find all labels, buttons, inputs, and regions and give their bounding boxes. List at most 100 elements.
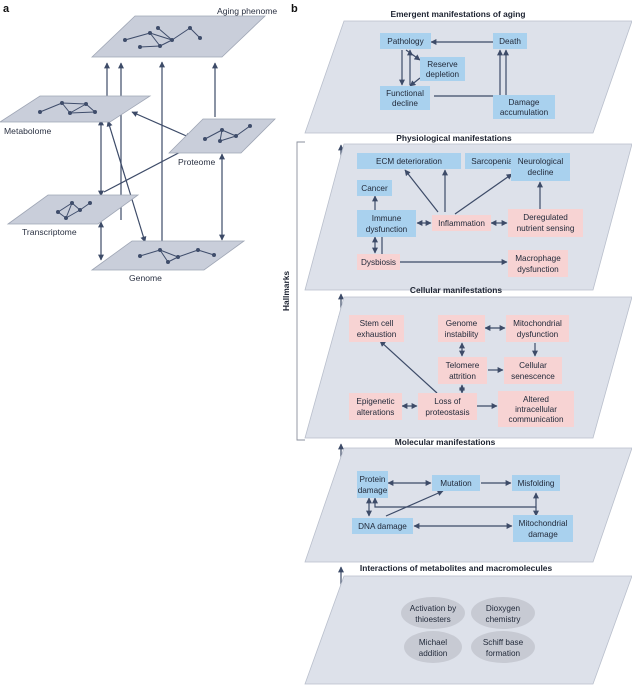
node-macro-line2: dysfunction <box>517 265 559 274</box>
layer-cellular: Cellular manifestations Stem cell exhaus… <box>304 285 632 439</box>
plane-proteome <box>168 118 276 154</box>
network-phenome <box>123 26 202 49</box>
node-genome-instability: Genome instability <box>438 315 485 342</box>
panel-b-letter: b <box>291 3 298 15</box>
label-aging-phenome: Aging phenome <box>217 6 277 16</box>
plane-transcriptome <box>6 194 140 225</box>
network-metabolome <box>38 101 97 115</box>
node-michael-line1: Michael <box>419 638 447 647</box>
node-protein-line2: damage <box>358 486 388 495</box>
node-loss-of-proteostasis: Loss of proteostasis <box>418 393 477 420</box>
network-proteome <box>203 124 252 143</box>
node-mito-line1: Mitochondrial <box>513 319 562 328</box>
node-mitodmg-line2: damage <box>528 530 558 539</box>
plane-phenome <box>91 15 266 58</box>
node-functional-line2: decline <box>392 99 418 108</box>
node-michael-line2: addition <box>419 649 448 658</box>
node-dereg-line1: Deregulated <box>523 213 568 222</box>
hallmarks-bracket: Hallmarks <box>281 141 305 441</box>
node-dna-damage: DNA damage <box>352 518 413 534</box>
node-inflammation-label: Inflammation <box>438 219 485 228</box>
plane-interactions <box>304 575 632 685</box>
label-genome: Genome <box>129 273 162 283</box>
layer-molecular: Molecular manifestations Protein damage … <box>304 437 632 563</box>
node-epigenetic-line1: Epigenetic <box>356 397 394 406</box>
node-immune-line1: Immune <box>372 214 402 223</box>
node-altered-line3: communication <box>508 415 564 424</box>
node-functional-decline: Functional decline <box>380 86 430 110</box>
arrow-pathology-reserve <box>405 49 421 61</box>
label-transcriptome: Transcriptome <box>22 227 77 237</box>
plane-molecular <box>304 447 632 563</box>
node-schiff-line2: formation <box>486 649 521 658</box>
node-altered-intracellular-communication: Altered intracellular communication <box>498 391 574 427</box>
node-pathology-label: Pathology <box>387 37 424 46</box>
label-proteome: Proteome <box>178 157 215 167</box>
node-schiff-line1: Schiff base <box>483 638 524 647</box>
node-death-label: Death <box>499 37 521 46</box>
node-damage-line2: accumulation <box>500 108 549 117</box>
title-interactions: Interactions of metabolites and macromol… <box>360 563 553 573</box>
arrow-protein-misfolding <box>372 492 539 508</box>
arrow-inflam-neuro <box>454 173 513 215</box>
title-molecular: Molecular manifestations <box>395 437 496 447</box>
node-dysbiosis: Dysbiosis <box>357 254 400 270</box>
node-pathology: Pathology <box>380 33 431 49</box>
node-cellular-senescence: Cellular senescence <box>504 357 562 384</box>
layer-emergent: Emergent manifestations of aging Patholo… <box>304 9 632 134</box>
node-senescence-line2: senescence <box>511 372 555 381</box>
node-functional-line1: Functional <box>386 89 424 98</box>
node-misfolding: Misfolding <box>512 475 560 491</box>
node-neuro-line1: Neurological <box>518 157 564 166</box>
arrow-inflam-ecm <box>404 169 439 213</box>
node-sarcopenia-label: Sarcopenia <box>471 157 513 166</box>
node-stem-line1: Stem cell <box>360 319 394 328</box>
node-telomere-line1: Telomere <box>446 361 480 370</box>
node-damage-line1: Damage <box>509 98 540 107</box>
node-genome-line2: instability <box>445 330 480 339</box>
node-activation-by-thioesters: Activation by thioesters <box>401 597 465 629</box>
hallmarks-label: Hallmarks <box>281 271 291 311</box>
node-dna-label: DNA damage <box>358 522 407 531</box>
arrow-reserve-functional <box>409 77 421 87</box>
title-cellular: Cellular manifestations <box>410 285 502 295</box>
layer-interactions: Interactions of metabolites and macromol… <box>304 563 632 685</box>
node-immune-dysfunction: Immune dysfunction <box>357 210 416 237</box>
node-cancer: Cancer <box>357 180 392 196</box>
node-damage-accumulation: Damage accumulation <box>493 95 555 119</box>
plane-metabolome <box>0 95 152 123</box>
arrow-transcriptome-proteome <box>103 147 189 193</box>
node-thio-line2: thioesters <box>415 615 451 624</box>
node-proteo-line2: proteostasis <box>425 408 469 417</box>
node-ecm-deterioration: ECM deterioration <box>357 153 461 169</box>
network-genome <box>138 248 216 264</box>
node-telomere-attrition: Telomere attrition <box>438 357 487 384</box>
node-macro-line1: Macrophage <box>515 254 561 263</box>
node-epigenetic-alterations: Epigenetic alterations <box>349 393 402 420</box>
node-mitodmg-line1: Mitochondrial <box>519 519 568 528</box>
panel-a-letter: a <box>3 3 10 15</box>
node-dioxygen-chemistry: Dioxygen chemistry <box>471 597 535 629</box>
network-transcriptome <box>56 201 92 220</box>
node-reserve-line1: Reserve <box>427 60 458 69</box>
node-death: Death <box>493 33 527 49</box>
node-altered-line1: Altered <box>523 395 549 404</box>
node-epigenetic-line2: alterations <box>357 408 395 417</box>
node-reserve-line2: depletion <box>426 70 460 79</box>
node-cancer-label: Cancer <box>361 184 388 193</box>
node-sarcopenia: Sarcopenia <box>465 153 519 169</box>
title-emergent: Emergent manifestations of aging <box>391 9 526 19</box>
node-schiff-base-formation: Schiff base formation <box>471 631 535 663</box>
node-stem-cell-exhaustion: Stem cell exhaustion <box>349 315 404 342</box>
panel-a: Aging phenome Metabolome Proteome <box>0 6 277 283</box>
node-proteo-line1: Loss of <box>434 397 461 406</box>
node-dioxy-line1: Dioxygen <box>486 604 521 613</box>
node-mutation-label: Mutation <box>440 479 472 488</box>
node-mutation: Mutation <box>432 475 480 491</box>
node-protein-damage: Protein damage <box>357 471 388 498</box>
node-ecm-label: ECM deterioration <box>376 157 442 166</box>
node-macrophage-dysfunction: Macrophage dysfunction <box>508 250 568 277</box>
node-altered-line2: intracellular <box>515 405 557 414</box>
node-reserve-depletion: Reserve depletion <box>420 57 465 81</box>
